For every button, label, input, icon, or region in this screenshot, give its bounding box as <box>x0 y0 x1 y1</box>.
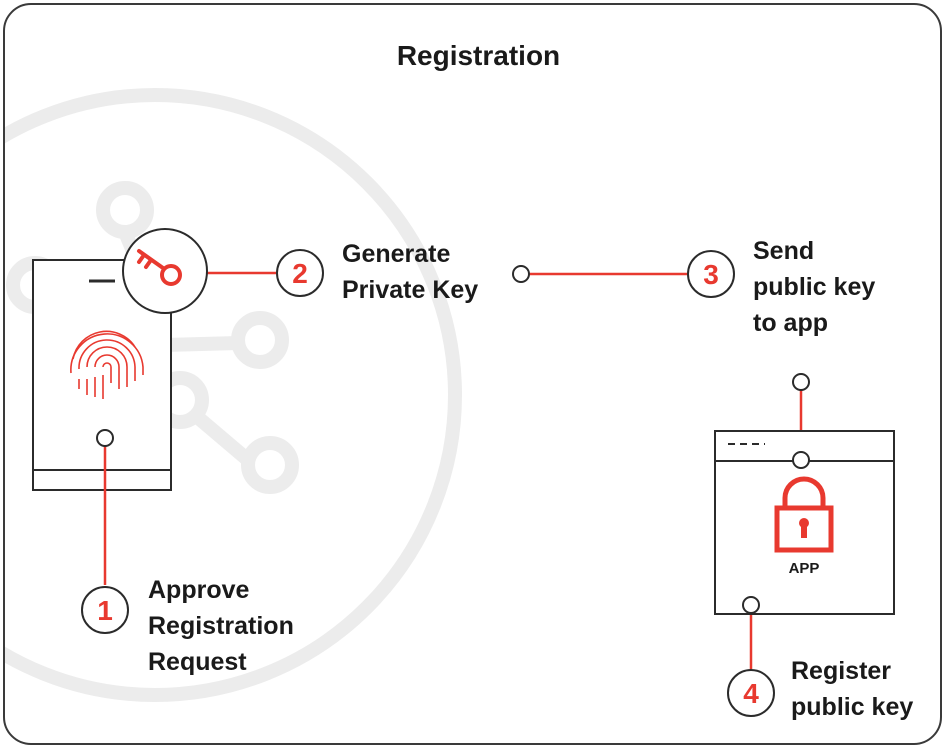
connector-lines <box>103 271 803 669</box>
app-label: APP <box>789 560 820 577</box>
step-3-line: Send <box>753 237 815 265</box>
step-4-line: Register <box>791 657 892 685</box>
step-4-line: public key <box>791 693 914 721</box>
registration-diagram: APP 1 2 3 4 <box>5 88 895 717</box>
step-badge-2: 2 <box>276 249 324 297</box>
diagram-title: Registration <box>396 40 561 71</box>
step-2-label: Generate Private Key <box>342 236 478 308</box>
step-number-2: 2 <box>292 258 308 289</box>
key-icon <box>137 249 182 286</box>
diagram-frame: APP 1 2 3 4 Registration Approve Registr… <box>3 3 942 745</box>
phone-dot <box>96 429 114 447</box>
step-4-label: Register public key <box>791 653 913 725</box>
step-1-label: Approve Registration Request <box>148 572 294 680</box>
step-3-label: Send public key to app <box>753 233 875 341</box>
step2-dot <box>512 265 530 283</box>
app-top-dot <box>792 451 810 469</box>
step-badge-1: 1 <box>81 586 129 634</box>
step-number-3: 3 <box>703 259 719 290</box>
step-3-line: public key <box>753 273 876 301</box>
step-2-line: Generate <box>342 240 451 268</box>
connector-dots <box>96 265 810 447</box>
step-badge-4: 4 <box>727 669 775 717</box>
step3-dot <box>792 373 810 391</box>
step-3-line: to app <box>753 309 828 337</box>
lock-icon <box>774 476 834 553</box>
app-window: APP <box>714 430 895 615</box>
app-bottom-dot <box>742 596 760 614</box>
step-1-line: Approve <box>148 576 250 604</box>
step-2-line: Private Key <box>342 276 479 304</box>
step-number-4: 4 <box>743 678 759 709</box>
step-badge-3: 3 <box>687 250 735 298</box>
step-number-1: 1 <box>97 595 113 626</box>
step-1-line: Request <box>148 648 247 676</box>
step-1-line: Registration <box>148 612 294 640</box>
key-badge <box>122 228 208 314</box>
fingerprint-icon <box>70 330 144 399</box>
